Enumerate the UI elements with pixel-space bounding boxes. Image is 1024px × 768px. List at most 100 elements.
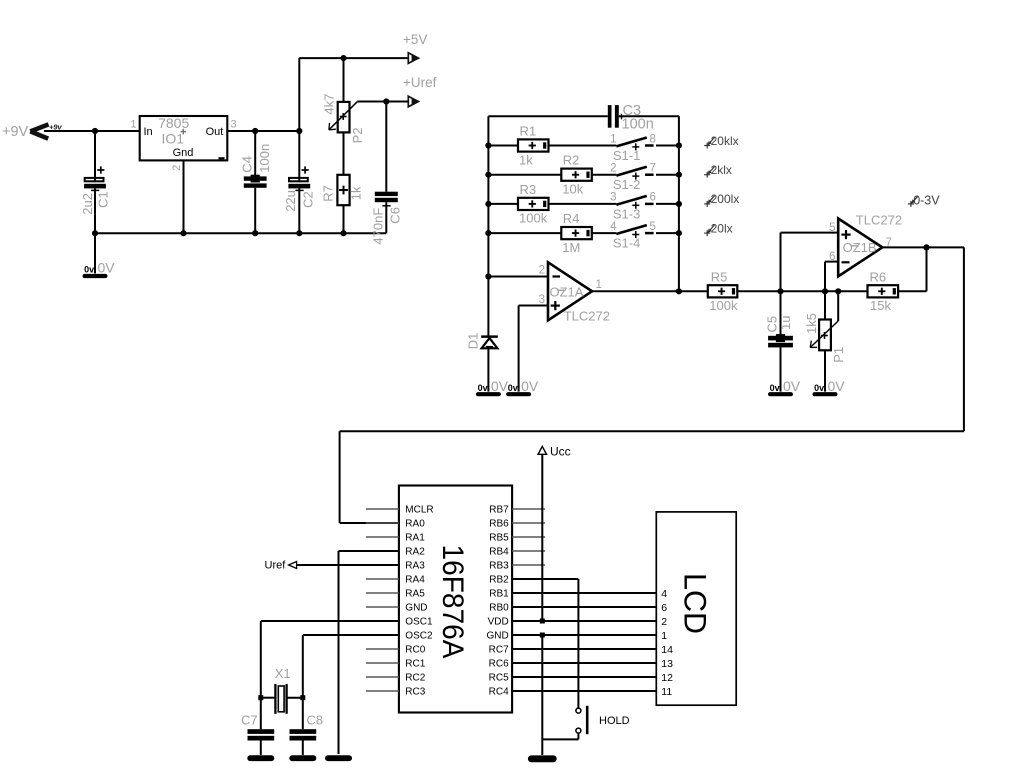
svg-text:C1: C1 (96, 191, 111, 208)
svg-text:2u2: 2u2 (80, 193, 95, 215)
svg-text:+9v: +9v (49, 122, 63, 131)
svg-text:7805: 7805 (158, 115, 189, 131)
svg-text:Out: Out (206, 126, 224, 138)
svg-text:14: 14 (661, 644, 673, 656)
svg-text:2: 2 (661, 616, 667, 628)
svg-text:HOLD: HOLD (599, 715, 630, 727)
svg-text:1k5: 1k5 (804, 313, 819, 334)
svg-text:100n: 100n (622, 117, 654, 133)
svg-text:RB1: RB1 (489, 589, 509, 600)
svg-text:Uref: Uref (265, 559, 287, 571)
svg-text:0V: 0V (783, 378, 801, 394)
svg-text:RC7: RC7 (489, 645, 509, 656)
svg-text:RB0: RB0 (489, 603, 509, 614)
svg-text:20lx: 20lx (711, 221, 733, 235)
svg-text:RB2: RB2 (489, 575, 509, 586)
svg-text:100k: 100k (709, 298, 738, 313)
svg-text:R3: R3 (520, 182, 537, 197)
svg-text:0-3V: 0-3V (913, 194, 940, 208)
svg-text:TLC272: TLC272 (564, 308, 610, 323)
svg-text:22u: 22u (283, 190, 298, 212)
svg-text:R2: R2 (563, 153, 580, 168)
svg-text:+Uref: +Uref (403, 75, 437, 90)
svg-text:1M: 1M (562, 240, 580, 255)
svg-text:2: 2 (539, 265, 545, 277)
svg-text:MCLR: MCLR (405, 505, 433, 516)
svg-text:1k: 1k (349, 186, 364, 200)
svg-text:RA4: RA4 (405, 575, 425, 586)
svg-text:RB3: RB3 (489, 561, 509, 572)
svg-text:C3: C3 (623, 103, 642, 119)
svg-text:4: 4 (610, 221, 617, 233)
svg-text:1k: 1k (519, 152, 533, 167)
svg-text:RA0: RA0 (405, 519, 425, 530)
svg-text:0v: 0v (770, 383, 780, 393)
svg-text:C2: C2 (301, 191, 316, 208)
svg-text:S1-3: S1-3 (613, 206, 640, 221)
svg-text:0V: 0V (98, 260, 116, 276)
svg-text:0V: 0V (828, 378, 846, 394)
svg-text:100k: 100k (519, 211, 548, 226)
svg-text:GND: GND (486, 631, 508, 642)
svg-text:RC4: RC4 (489, 687, 509, 698)
svg-text:2: 2 (610, 163, 616, 175)
svg-text:TLC272: TLC272 (856, 213, 902, 228)
svg-text:11: 11 (661, 686, 672, 698)
svg-text:20klx: 20klx (711, 134, 739, 148)
svg-text:RC1: RC1 (405, 659, 425, 670)
svg-text:1: 1 (661, 630, 667, 642)
svg-text:1: 1 (610, 133, 616, 145)
svg-text:RC3: RC3 (405, 687, 425, 698)
svg-text:5: 5 (829, 222, 835, 234)
svg-text:7: 7 (650, 163, 656, 175)
svg-text:1: 1 (130, 119, 136, 131)
svg-text:0v: 0v (84, 265, 94, 275)
svg-text:C4: C4 (240, 156, 255, 173)
svg-text:RB5: RB5 (489, 533, 509, 544)
svg-text:RC0: RC0 (405, 645, 425, 656)
svg-text:470nF: 470nF (370, 208, 385, 245)
svg-text:LCD: LCD (678, 573, 714, 634)
svg-text:RC6: RC6 (489, 659, 509, 670)
svg-text:C6: C6 (388, 207, 403, 224)
svg-text:0V: 0V (521, 378, 539, 394)
svg-text:16F876A: 16F876A (436, 545, 469, 659)
svg-text:R4: R4 (563, 211, 580, 226)
svg-text:Ucc: Ucc (550, 445, 571, 459)
svg-text:R7: R7 (321, 185, 336, 202)
svg-text:OSC2: OSC2 (405, 631, 433, 642)
svg-text:RB6: RB6 (489, 519, 509, 530)
svg-text:GND: GND (405, 603, 427, 614)
svg-text:IO1: IO1 (162, 131, 185, 147)
svg-text:5: 5 (650, 221, 656, 233)
svg-text:OZ1A: OZ1A (550, 285, 584, 300)
svg-text:RA3: RA3 (405, 561, 425, 572)
svg-text:S1-4: S1-4 (613, 236, 640, 251)
svg-text:2: 2 (171, 165, 183, 171)
svg-text:12: 12 (661, 672, 673, 684)
svg-text:P1: P1 (831, 347, 846, 363)
svg-text:X1: X1 (275, 666, 291, 681)
svg-text:VDD: VDD (488, 617, 509, 628)
svg-text:P2: P2 (350, 127, 365, 143)
svg-text:6: 6 (829, 251, 835, 263)
svg-text:RB4: RB4 (489, 547, 509, 558)
svg-text:R5: R5 (711, 269, 728, 284)
svg-text:200lx: 200lx (711, 192, 740, 206)
svg-text:15k: 15k (870, 298, 891, 313)
svg-text:0V: 0V (491, 378, 509, 394)
svg-text:C7: C7 (241, 713, 258, 728)
svg-text:0v: 0v (508, 383, 518, 393)
svg-text:6: 6 (661, 602, 667, 614)
svg-text:C5: C5 (765, 316, 780, 333)
svg-text:RC5: RC5 (489, 673, 509, 684)
svg-text:In: In (144, 126, 153, 138)
svg-text:RA5: RA5 (405, 589, 425, 600)
svg-text:1: 1 (596, 279, 602, 291)
svg-text:OSC1: OSC1 (405, 617, 433, 628)
svg-text:+9V: +9V (2, 124, 29, 140)
svg-text:8: 8 (650, 133, 656, 145)
svg-text:RB7: RB7 (489, 505, 509, 516)
svg-text:3: 3 (610, 192, 616, 204)
svg-text:D1: D1 (465, 333, 480, 350)
